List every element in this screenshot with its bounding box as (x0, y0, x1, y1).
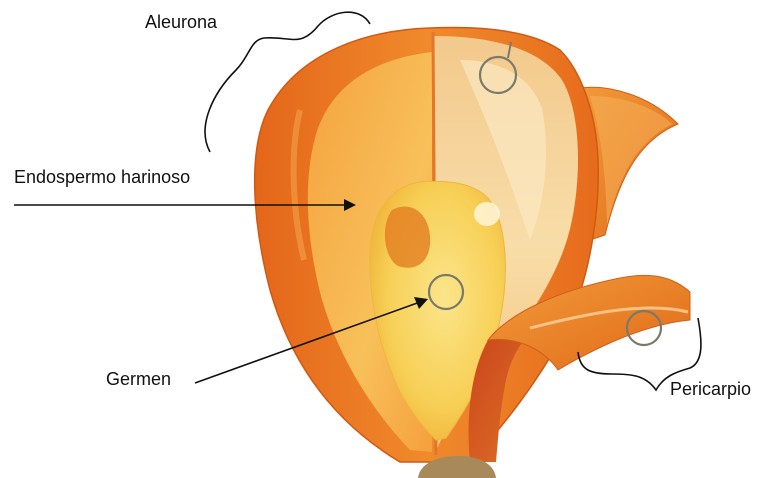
label-aleurona: Aleurona (145, 12, 218, 32)
label-germen: Germen (106, 369, 171, 389)
label-endospermo: Endospermo harinoso (14, 167, 190, 187)
kernel-illustration (255, 28, 690, 478)
label-pericarpio: Pericarpio (670, 379, 751, 399)
germ-highlight (474, 202, 500, 226)
